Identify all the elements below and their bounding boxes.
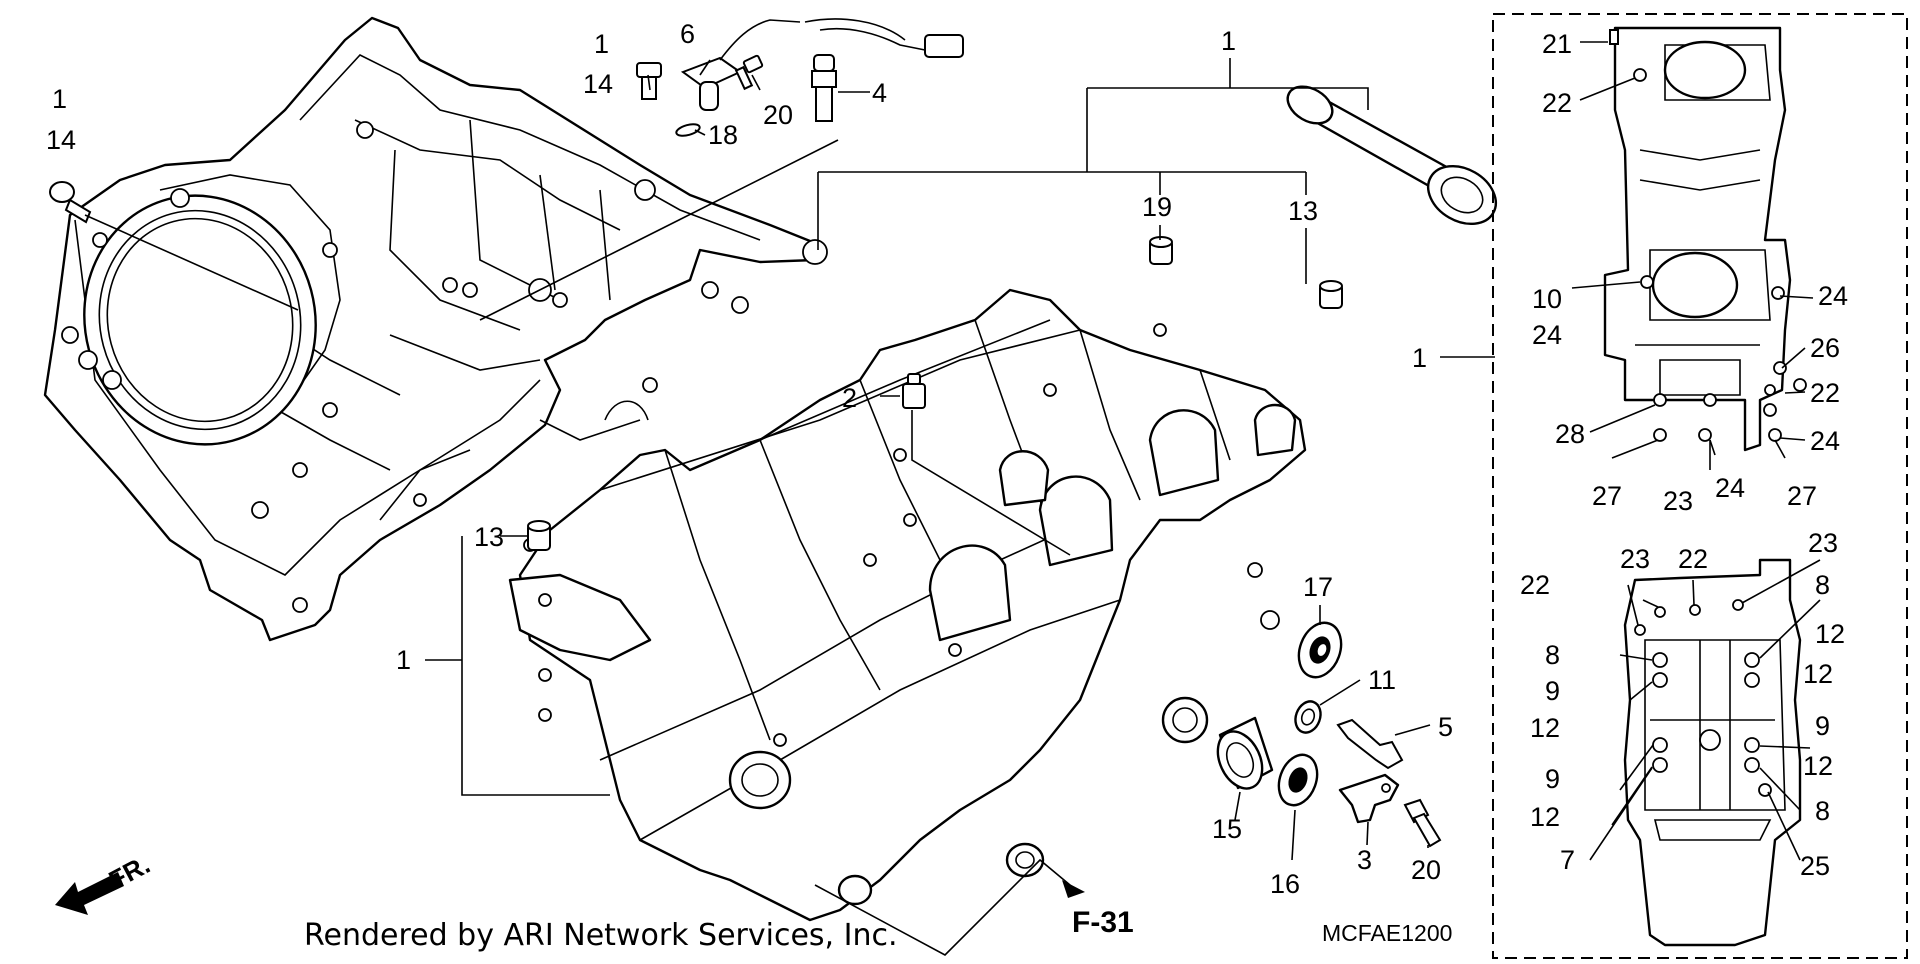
callout-1: 1 [52, 84, 67, 114]
credit-text: Rendered by ARI Network Services, Inc. [304, 918, 898, 953]
bearing-16[interactable] [1272, 749, 1324, 810]
needle-bearing-15[interactable] [1209, 716, 1274, 796]
callout-23: 23 [1808, 528, 1838, 558]
callout-28: 28 [1555, 419, 1585, 449]
callout-5: 5 [1438, 712, 1453, 742]
callout-1: 1 [1221, 26, 1236, 56]
callout-14: 14 [583, 69, 613, 99]
callout-21: 21 [1542, 29, 1572, 59]
callout-7: 7 [1560, 845, 1575, 875]
dowel-13-right[interactable] [1319, 280, 1343, 309]
callout-12: 12 [1530, 802, 1560, 832]
callout-24: 24 [1532, 320, 1562, 350]
bolt-20-top[interactable] [734, 54, 764, 91]
callout-labels: 1 14 1 14 6 20 18 4 1 19 13 2 13 1 17 11… [46, 19, 1848, 899]
callout-24: 24 [1810, 426, 1840, 456]
callout-25: 25 [1800, 851, 1830, 881]
callout-12: 12 [1530, 713, 1560, 743]
sensor-6[interactable] [680, 19, 801, 111]
callout-9: 9 [1545, 676, 1560, 706]
detail-inset-border [1492, 13, 1908, 959]
callout-2: 2 [842, 383, 857, 413]
diagram-code: MCFAE1200 [1322, 920, 1453, 946]
callout-8: 8 [1815, 796, 1830, 826]
callout-10: 10 [1532, 284, 1562, 314]
callout-20: 20 [763, 100, 793, 130]
callout-4: 4 [872, 78, 887, 108]
callout-12: 12 [1803, 659, 1833, 689]
callout-15: 15 [1212, 814, 1242, 844]
callout-27: 27 [1592, 481, 1622, 511]
callout-6: 6 [680, 19, 695, 49]
callout-3: 3 [1357, 845, 1372, 875]
callout-11: 11 [1368, 665, 1396, 695]
callout-12: 12 [1815, 619, 1845, 649]
drain-bolt-14-left[interactable] [49, 181, 92, 224]
callout-17: 17 [1303, 572, 1333, 602]
oil-pipe-1[interactable] [1281, 79, 1506, 235]
callout-13: 13 [474, 522, 504, 552]
callout-8: 8 [1545, 640, 1560, 670]
switch-4[interactable] [804, 18, 964, 122]
upper-crankcase[interactable] [43, 16, 828, 642]
callout-14: 14 [46, 125, 76, 155]
bolt-5[interactable] [1336, 718, 1404, 770]
o-ring-18[interactable] [675, 122, 701, 138]
lower-crankcase[interactable] [508, 288, 1307, 922]
callout-1: 1 [1412, 343, 1427, 373]
callout-27: 27 [1787, 481, 1817, 511]
callout-26: 26 [1810, 333, 1840, 363]
leader-lines [84, 41, 1821, 956]
callout-12: 12 [1803, 751, 1833, 781]
callout-22: 22 [1542, 88, 1572, 118]
crankcase-top-view[interactable] [1603, 26, 1807, 452]
callout-8: 8 [1815, 570, 1830, 600]
callout-22: 22 [1520, 570, 1550, 600]
bolt-20-bottom[interactable] [1403, 798, 1442, 848]
callout-20: 20 [1411, 855, 1441, 885]
reference-label: F-31 [1072, 906, 1134, 939]
callout-18: 18 [708, 120, 738, 150]
callout-9: 9 [1545, 764, 1560, 794]
callout-22: 22 [1678, 544, 1708, 574]
callout-23: 23 [1620, 544, 1650, 574]
front-arrow-icon: FR. [55, 849, 155, 915]
seal-11[interactable] [1291, 698, 1324, 736]
callout-13: 13 [1288, 196, 1318, 226]
callout-16: 16 [1270, 869, 1300, 899]
callout-9: 9 [1815, 711, 1830, 741]
callout-22: 22 [1810, 378, 1840, 408]
callout-24: 24 [1818, 281, 1848, 311]
dowel-13-left[interactable] [527, 520, 551, 551]
callout-24: 24 [1715, 473, 1745, 503]
callout-19: 19 [1142, 192, 1172, 222]
plug-2[interactable] [902, 373, 926, 409]
stopper-plate-3[interactable] [1338, 773, 1400, 824]
callout-1: 1 [396, 645, 411, 675]
callout-23: 23 [1663, 486, 1693, 516]
bearing-17[interactable] [1292, 617, 1349, 683]
callout-1: 1 [594, 29, 609, 59]
crankcase-bottom-view[interactable] [1623, 558, 1802, 947]
dowel-19[interactable] [1149, 236, 1173, 265]
